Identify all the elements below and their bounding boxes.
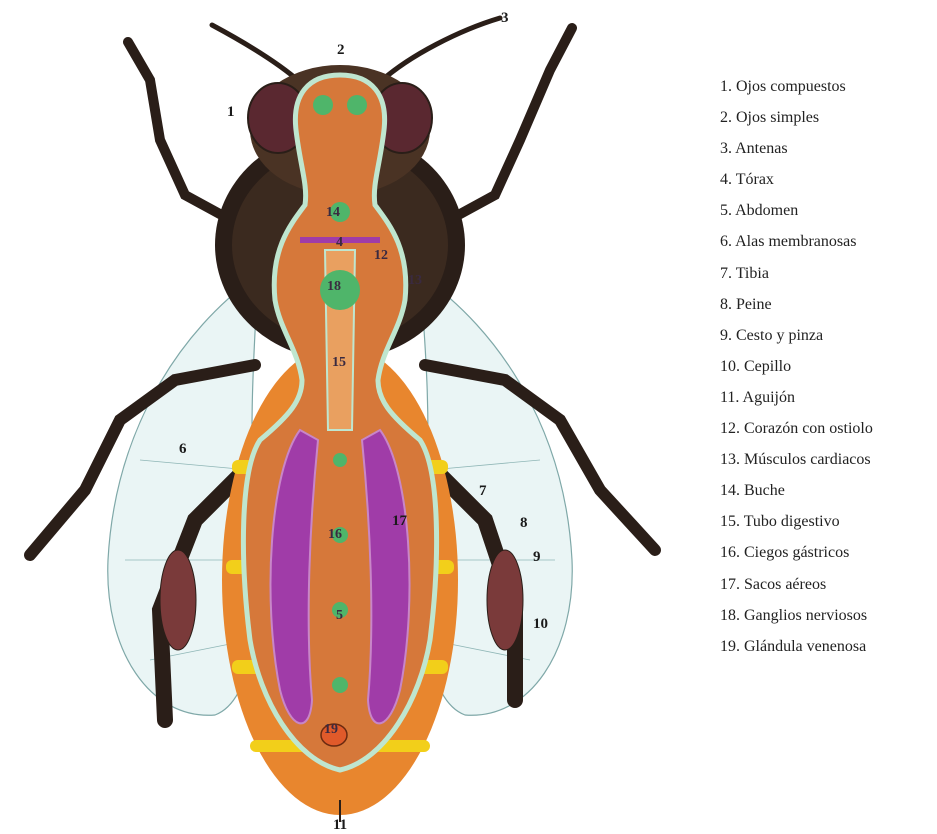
legend-item: 3. Antenas	[720, 139, 873, 170]
callout-15: 15	[332, 355, 346, 371]
callout-19: 19	[324, 722, 338, 738]
callout-8: 8	[520, 515, 528, 532]
callout-16: 16	[328, 527, 342, 543]
legend-item: 8. Peine	[720, 295, 873, 326]
legend-item: 18. Ganglios nerviosos	[720, 606, 873, 637]
legend-item: 16. Ciegos gástricos	[720, 543, 873, 574]
callout-7: 7	[479, 483, 487, 500]
callout-12: 12	[374, 248, 388, 264]
legend-item: 12. Corazón con ostiolo	[720, 419, 873, 450]
callout-18: 18	[327, 279, 341, 295]
legend-item: 5. Abdomen	[720, 201, 873, 232]
legend-list: 1. Ojos compuestos 2. Ojos simples 3. An…	[720, 77, 873, 668]
callout-5: 5	[336, 608, 343, 624]
legend-item: 11. Aguijón	[720, 388, 873, 419]
legend-item: 4. Tórax	[720, 170, 873, 201]
legend-item: 1. Ojos compuestos	[720, 77, 873, 108]
callout-14: 14	[326, 205, 340, 221]
legend-item: 6. Alas membranosas	[720, 232, 873, 263]
callout-3: 3	[501, 10, 509, 27]
callout-11: 11	[333, 817, 347, 834]
callout-9: 9	[533, 549, 541, 566]
callout-6: 6	[179, 441, 187, 458]
bee-illustration	[0, 0, 720, 831]
legend-item: 19. Glándula venenosa	[720, 637, 873, 668]
legend-item: 2. Ojos simples	[720, 108, 873, 139]
callout-4: 4	[336, 235, 343, 251]
legend-item: 9. Cesto y pinza	[720, 326, 873, 357]
callout-13: 13	[408, 273, 422, 289]
legend-item: 7. Tibia	[720, 264, 873, 295]
legend-item: 13. Músculos cardiacos	[720, 450, 873, 481]
callout-17: 17	[392, 513, 407, 530]
callout-2: 2	[337, 42, 345, 59]
callout-1: 1	[227, 104, 235, 121]
legend-item: 10. Cepillo	[720, 357, 873, 388]
legend-item: 14. Buche	[720, 481, 873, 512]
legend-item: 15. Tubo digestivo	[720, 512, 873, 543]
legend-item: 17. Sacos aéreos	[720, 575, 873, 606]
callout-10: 10	[533, 616, 548, 633]
